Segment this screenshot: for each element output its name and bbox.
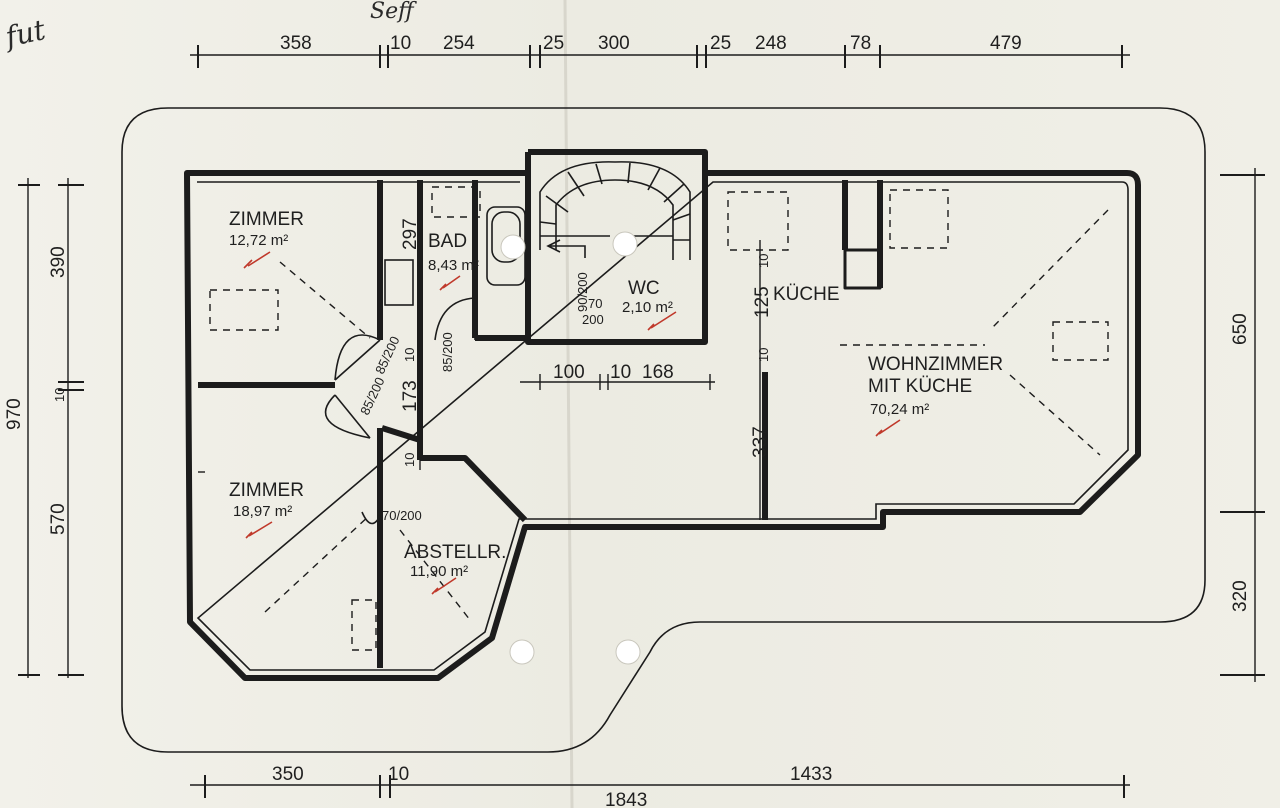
dim-173: 173	[400, 380, 421, 412]
room-abstellraum: ABSTELLR. 11,90 m²	[404, 542, 506, 595]
room-area: 12,72 m²	[229, 232, 288, 249]
room-bad: BAD 8,43 m²	[428, 231, 479, 291]
bottom-dim-10: 10	[388, 764, 409, 785]
left-dimension-lines	[18, 178, 84, 678]
left-dim-970: 970	[4, 398, 25, 430]
room-area: 18,97 m²	[233, 503, 292, 520]
room-name: ZIMMER	[229, 209, 304, 230]
checkmark	[245, 521, 273, 539]
left-dim-10: 10	[52, 388, 67, 402]
punch-hole	[500, 234, 526, 260]
room-name-line2: MIT KÜCHE	[868, 376, 972, 397]
top-dim-25b: 25	[710, 33, 731, 54]
checkmark	[439, 275, 461, 291]
top-dim-358: 358	[280, 33, 312, 54]
stair-core-wall	[525, 149, 708, 342]
paper-fold	[563, 0, 574, 808]
stair-flight	[539, 161, 691, 260]
room-kueche: KÜCHE	[773, 284, 840, 305]
door-label-wc-70: 70	[588, 296, 602, 311]
handwritten-signature: Seff	[370, 0, 417, 24]
room-name: ABSTELLR.	[404, 542, 506, 563]
top-dim-254: 254	[443, 33, 475, 54]
right-dim-320: 320	[1230, 580, 1251, 612]
interior-walls	[198, 180, 883, 668]
checkmark	[431, 577, 457, 595]
stair-treads	[539, 162, 691, 241]
checkmark	[243, 251, 271, 269]
door-label-zimmer1: 85/200	[372, 334, 402, 376]
top-dim-10: 10	[390, 33, 411, 54]
dim-100: 100	[553, 362, 585, 383]
terrace-outline	[121, 107, 1206, 753]
top-dim-78: 78	[850, 33, 871, 54]
top-dim-248: 248	[755, 33, 787, 54]
top-dim-300: 300	[598, 33, 630, 54]
dim-168: 168	[642, 362, 674, 383]
room-name: WOHNZIMMER	[868, 354, 1003, 375]
right-dim-650: 650	[1230, 313, 1251, 345]
top-dim-25: 25	[543, 33, 564, 54]
bottom-dim-350: 350	[272, 764, 304, 785]
door-label-zimmer2: 85/200	[357, 375, 387, 417]
top-dimension-line	[190, 45, 1130, 68]
room-name: BAD	[428, 231, 467, 252]
room-area: 2,10 m²	[622, 299, 673, 316]
bottom-dimension-line	[190, 775, 1130, 798]
door-label-bad: 85/200	[440, 332, 455, 372]
room-wc: WC 2,10 m²	[622, 278, 677, 331]
bottom-dim-1433: 1433	[790, 764, 832, 785]
room-area: 11,90 m²	[410, 563, 468, 580]
door-label-stair: 90/200	[575, 272, 590, 312]
door-label-wc-200: 200	[582, 312, 604, 327]
room-diagonals	[198, 209, 1109, 621]
room-name: KÜCHE	[773, 284, 840, 305]
dim-10-hall-a: 10	[402, 348, 417, 362]
exterior-wall	[184, 170, 1141, 681]
room-area: 8,43 m²	[428, 257, 479, 274]
door-label-abstell: 70/200	[382, 508, 422, 523]
dim-297: 297	[400, 218, 421, 250]
room-area: 70,24 m²	[870, 401, 929, 418]
room-wohnzimmer: WOHNZIMMER MIT KÜCHE 70,24 m²	[868, 354, 1003, 437]
dashed-fixtures	[209, 186, 1109, 651]
punch-hole	[509, 639, 535, 665]
checkmark	[647, 311, 677, 331]
stair-arrow	[546, 239, 586, 258]
punch-hole	[615, 639, 641, 665]
door-swings	[324, 297, 476, 525]
dim-10-kitchen-a: 10	[756, 254, 771, 268]
dim-125: 125	[752, 286, 773, 318]
dim-10-mid: 10	[610, 362, 631, 383]
room-name: ZIMMER	[229, 480, 304, 501]
checkmark	[875, 419, 901, 437]
dim-337: 337	[750, 426, 771, 458]
handwritten-note: fut	[1, 13, 49, 54]
dim-10-kitchen-b: 10	[756, 348, 771, 362]
punch-hole	[612, 231, 638, 257]
dim-10-hall-b: 10	[402, 453, 417, 467]
left-dim-570: 570	[48, 503, 69, 535]
left-dim-390: 390	[48, 246, 69, 278]
exterior-wall-inner	[196, 181, 1129, 671]
bottom-dim-total: 1843	[605, 790, 647, 808]
interior-dimension-lines	[419, 240, 761, 520]
top-dim-479: 479	[990, 33, 1022, 54]
room-zimmer-2: ZIMMER 18,97 m²	[229, 480, 304, 539]
room-name: WC	[628, 278, 660, 299]
room-zimmer-1: ZIMMER 12,72 m²	[229, 209, 304, 269]
right-dimension-line	[1220, 168, 1265, 682]
